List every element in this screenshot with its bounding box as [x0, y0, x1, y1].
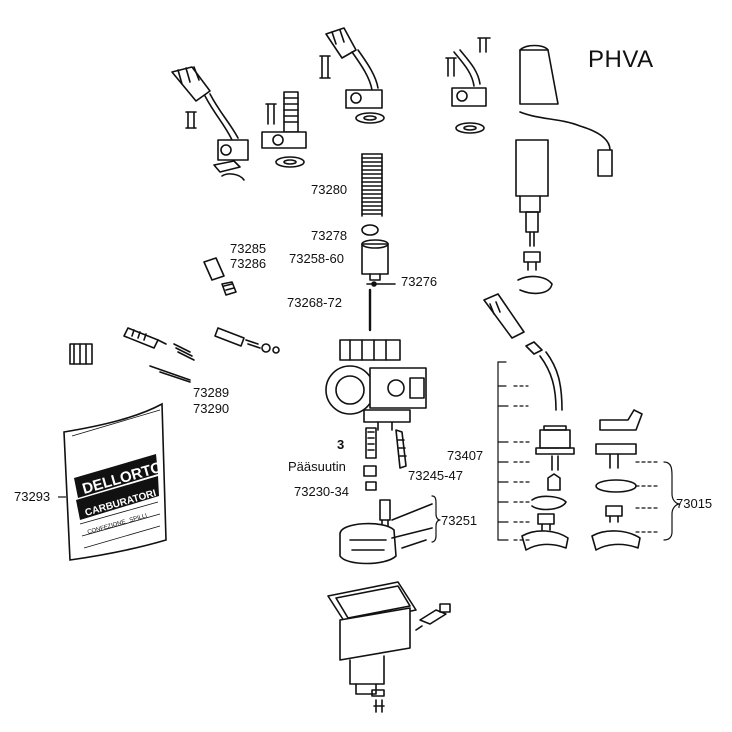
dellorto-needle-package: DELLORTO CARBURATORI CONFEZIONE SPILLI [63, 402, 167, 561]
label-paasuutin: Pääsuutin [288, 459, 346, 474]
adjusting-screw-left [69, 327, 195, 383]
label-73293: 73293 [14, 489, 51, 504]
brackets [431, 361, 681, 543]
label-73268-72: 73268-72 [287, 295, 342, 310]
label-3: 3 [337, 437, 345, 452]
throttle-valve-73258 [361, 239, 389, 281]
idle-screw-73285 [203, 257, 237, 296]
label-73286: 73286 [230, 256, 267, 271]
spring-73280 [361, 153, 383, 217]
label-73285: 73285 [230, 241, 267, 256]
model-title: PHVA [588, 46, 654, 73]
float-bowl [327, 581, 451, 713]
label-73276: 73276 [401, 274, 438, 289]
label-73290: 73290 [193, 401, 230, 416]
carburetor-body [325, 339, 427, 431]
label-73258-60: 73258-60 [289, 251, 344, 266]
label-73280: 73280 [311, 182, 348, 197]
starter-assembly [515, 44, 613, 295]
adjusting-screw-right [214, 327, 280, 354]
label-73230-34: 73230-34 [294, 484, 349, 499]
label-73278: 73278 [311, 228, 348, 243]
label-73289: 73289 [193, 385, 230, 400]
throttle-cable-assembly-4 [445, 37, 491, 134]
starter-lever-73015 [591, 409, 643, 551]
label-73407: 73407 [447, 448, 484, 463]
throttle-cable-assembly-2 [261, 91, 307, 168]
label-73251: 73251 [441, 513, 478, 528]
throttle-cable-assembly-3 [319, 27, 385, 124]
float-assembly-73251 [339, 499, 433, 565]
retainer-73278 [361, 224, 379, 236]
package-line2: SPILLI [129, 513, 148, 524]
starter-plunger-73407 [483, 293, 575, 551]
main-jet-assembly [363, 427, 407, 491]
throttle-cable-assembly-1 [171, 66, 249, 181]
label-73245-47: 73245-47 [408, 468, 463, 483]
label-73015: 73015 [676, 496, 713, 511]
